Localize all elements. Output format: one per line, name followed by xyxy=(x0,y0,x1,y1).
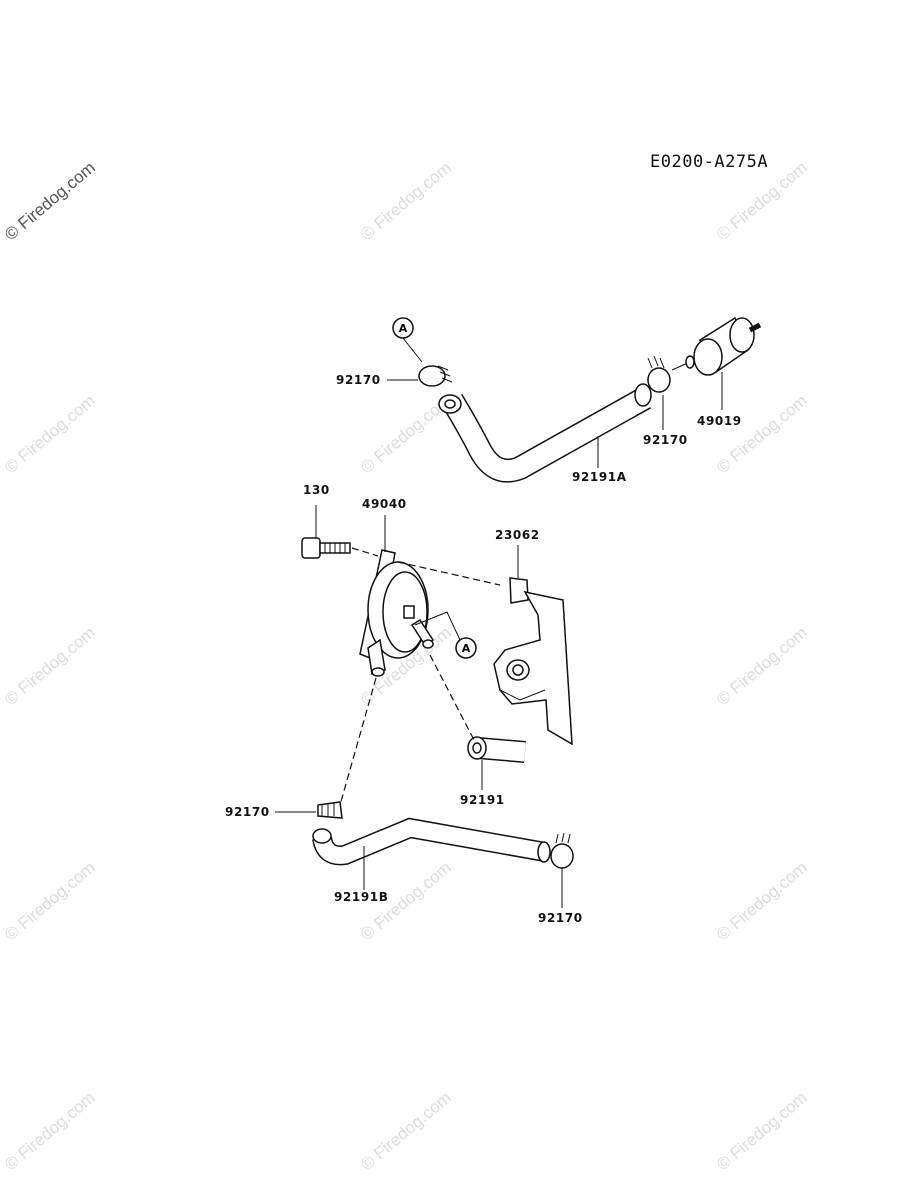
hose-92191a-shape xyxy=(438,383,652,483)
label-bolt: 130 xyxy=(303,483,330,497)
bolt-shape xyxy=(301,537,351,559)
diagram-code: E0200-A275A xyxy=(650,152,769,172)
callout-a-mid-letter: A xyxy=(462,642,471,655)
label-hose-92191b: 92191B xyxy=(334,890,389,904)
label-clamp-top-right: 92170 xyxy=(643,433,688,447)
label-bracket: 23062 xyxy=(495,528,540,542)
hose-92191-shape xyxy=(467,736,526,763)
label-fuel-filter: 49019 xyxy=(697,414,742,428)
label-clamp-bottom-left: 92170 xyxy=(225,805,270,819)
hose-92191b-shape xyxy=(312,817,551,866)
fuel-filter-shape xyxy=(671,316,762,376)
label-clamp-bottom-right: 92170 xyxy=(538,911,583,925)
label-clamp-top-left: 92170 xyxy=(336,373,381,387)
clamp-top-left-shape xyxy=(418,365,453,387)
label-hose-92191: 92191 xyxy=(460,793,505,807)
callout-a-top-letter: A xyxy=(399,322,408,335)
clamp-bottom-right-shape xyxy=(550,832,574,869)
label-fuel-pump: 49040 xyxy=(362,497,407,511)
callout-a-mid xyxy=(455,637,477,659)
fuel-pump-shape xyxy=(359,549,435,677)
clamp-bottom-left-shape xyxy=(317,801,343,819)
clamp-top-right-shape xyxy=(647,355,671,393)
label-hose-92191a: 92191A xyxy=(572,470,627,484)
bracket-shape xyxy=(493,577,573,746)
